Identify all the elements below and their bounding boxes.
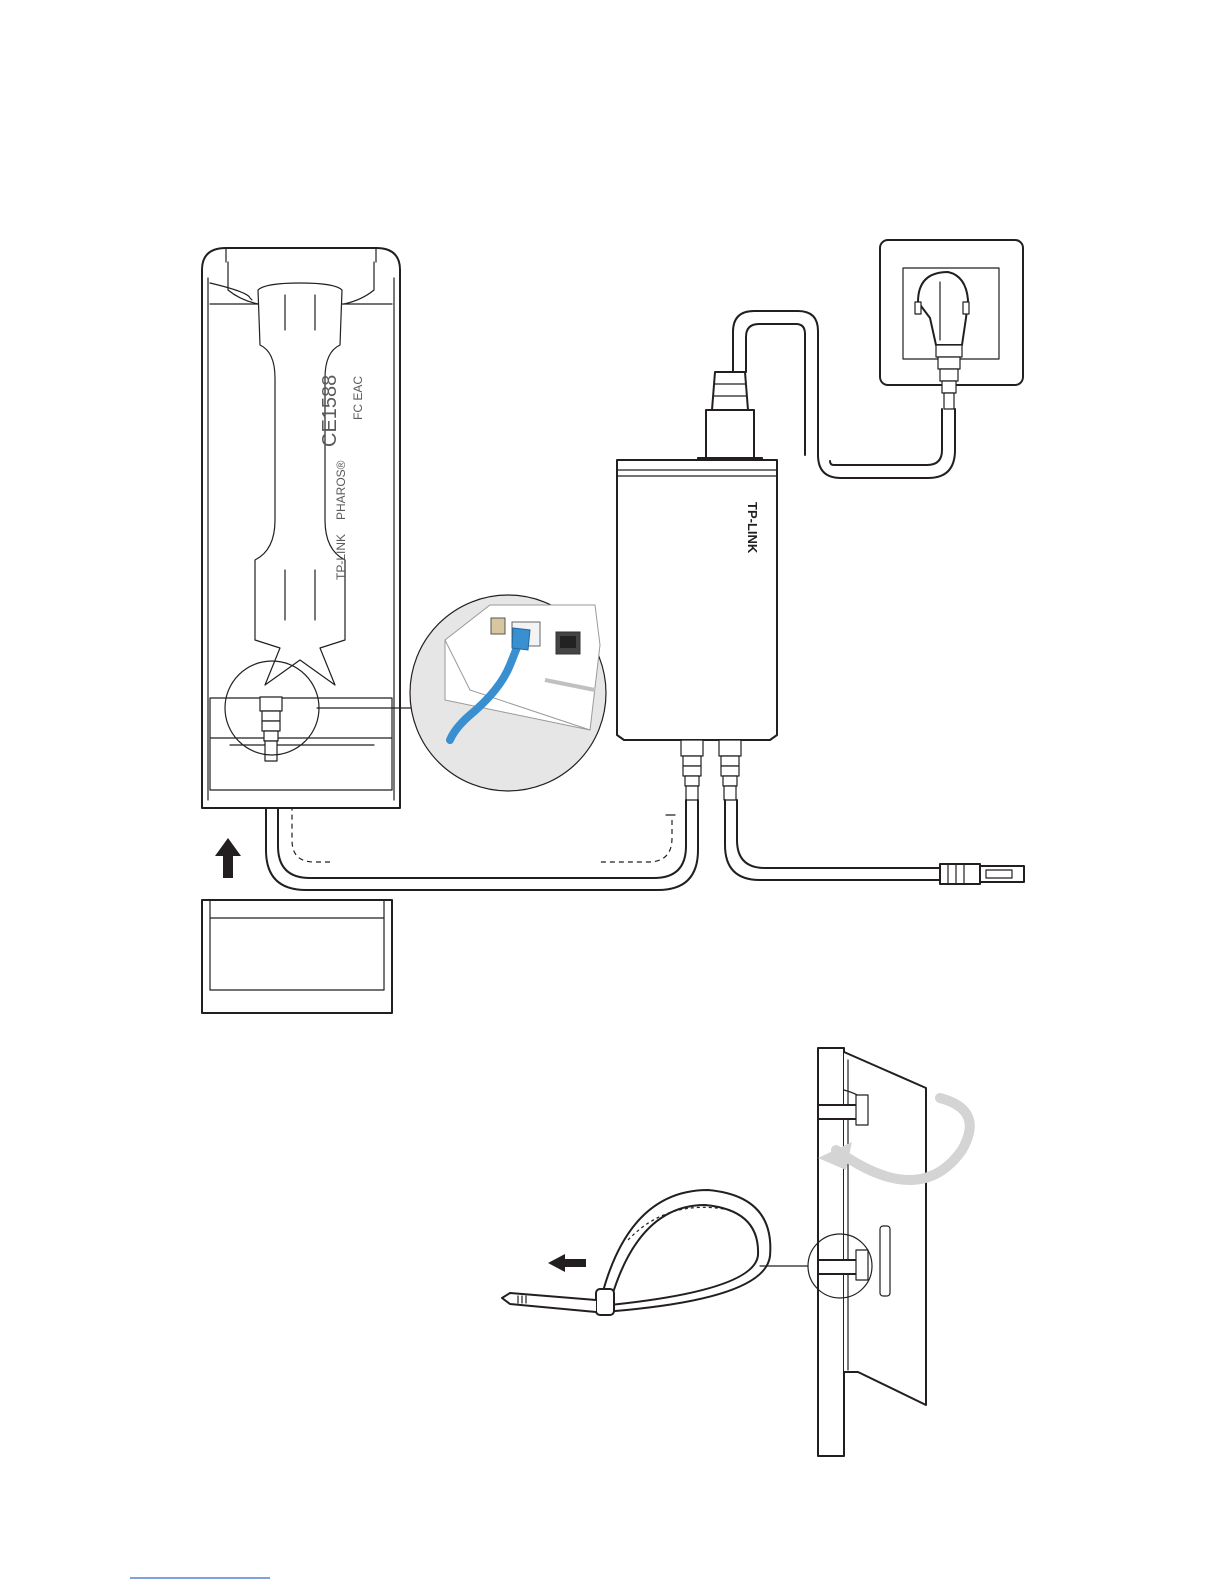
adapter-lan-port-plug xyxy=(719,740,741,800)
poe-adapter: TP-LINK xyxy=(617,460,777,740)
device-label-cert: CE1588 xyxy=(319,375,341,447)
device-label-model: PHAROS® xyxy=(334,460,348,520)
adapter-poe-port-plug xyxy=(681,740,703,800)
adapter-power-connector xyxy=(698,372,762,468)
arrow-up-icon xyxy=(215,838,241,878)
cable-tie xyxy=(502,1190,770,1315)
bottom-cover xyxy=(202,900,392,1013)
zoom-inset-port-detail xyxy=(410,595,606,791)
access-point-device xyxy=(202,248,400,808)
lan-rj45-plug xyxy=(940,864,1024,884)
arrow-left-icon xyxy=(548,1254,586,1272)
device-label-logo: TP-LINK xyxy=(334,534,348,580)
device-label-marks: FC EAC xyxy=(351,376,365,420)
plug-strain-relief xyxy=(936,345,962,409)
lan-cable xyxy=(725,800,940,880)
poe-adapter-logo: TP-LINK xyxy=(745,502,760,554)
